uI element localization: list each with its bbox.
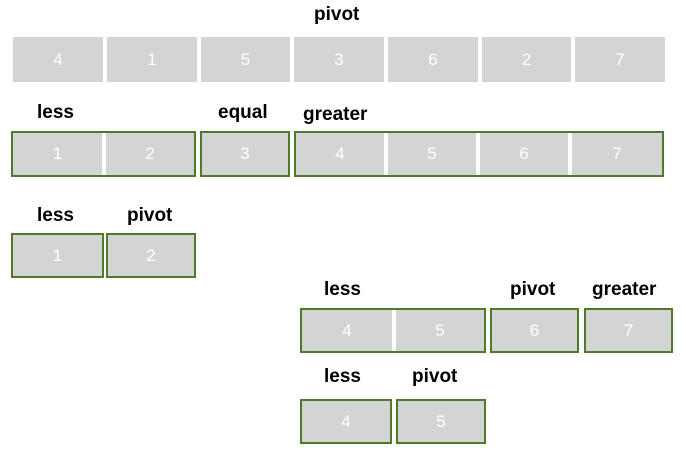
array-cell: 1 <box>13 235 102 276</box>
array-cell: 5 <box>201 37 290 82</box>
cell-divider <box>476 133 480 175</box>
array-cell: 6 <box>388 37 478 82</box>
row3-pivot-group: 2 <box>106 233 196 278</box>
array-cell: 2 <box>108 235 194 276</box>
row1-pivot-label: pivot <box>314 4 360 25</box>
array-cell: 3 <box>294 37 384 82</box>
row5-pivot-group: 5 <box>396 399 486 444</box>
row4-less-group: 4 5 <box>300 308 486 353</box>
row4-pivot-label: pivot <box>510 279 556 300</box>
cell-divider <box>392 310 396 351</box>
row2-less-label: less <box>37 102 74 123</box>
array-cell: 5 <box>388 133 476 175</box>
array-cell: 4 <box>302 310 392 351</box>
array-cell: 2 <box>482 37 571 82</box>
array-cell: 4 <box>296 133 384 175</box>
row2-greater-label: greater <box>303 104 368 125</box>
row3-pivot-label: pivot <box>127 205 173 226</box>
row2-less-group: 1 2 <box>11 131 196 177</box>
cell-divider <box>102 133 106 175</box>
row4-greater-label: greater <box>592 279 657 300</box>
array-cell: 1 <box>107 37 197 82</box>
array-cell: 7 <box>572 133 662 175</box>
row5-less-label: less <box>324 366 361 387</box>
row2-greater-group: 4 5 6 7 <box>294 131 664 177</box>
row2-equal-group: 3 <box>200 131 290 177</box>
array-cell: 4 <box>13 37 103 82</box>
cell-divider <box>384 133 388 175</box>
row2-equal-label: equal <box>218 102 268 123</box>
array-cell: 5 <box>398 401 484 442</box>
array-cell: 5 <box>396 310 484 351</box>
array-cell: 7 <box>575 37 665 82</box>
array-cell: 7 <box>586 310 671 351</box>
array-cell: 3 <box>202 133 288 175</box>
cell-divider <box>568 133 572 175</box>
row4-pivot-group: 6 <box>490 308 579 353</box>
row5-less-group: 4 <box>300 399 392 444</box>
array-cell: 2 <box>106 133 194 175</box>
array-cell: 4 <box>302 401 390 442</box>
row5-pivot-label: pivot <box>412 366 458 387</box>
row3-less-label: less <box>37 205 74 226</box>
array-cell: 6 <box>480 133 568 175</box>
row4-greater-group: 7 <box>584 308 673 353</box>
row3-less-group: 1 <box>11 233 104 278</box>
row4-less-label: less <box>324 279 361 300</box>
array-cell: 1 <box>13 133 102 175</box>
array-cell: 6 <box>492 310 577 351</box>
